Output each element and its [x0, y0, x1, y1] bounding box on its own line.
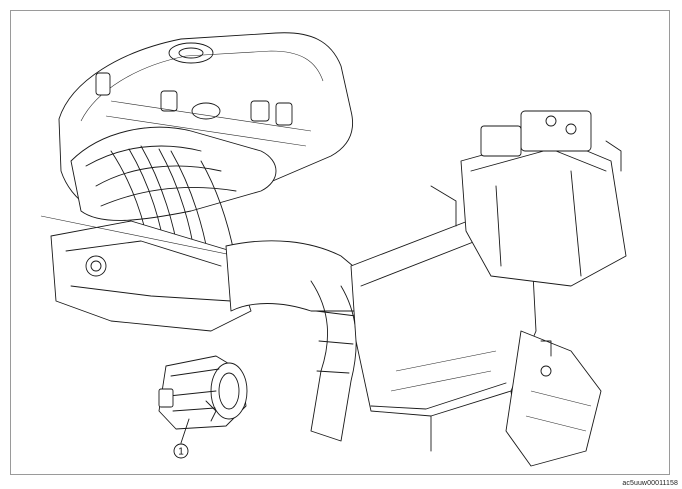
air-intake-duct — [225, 240, 372, 442]
starter-motor — [158, 355, 248, 430]
callout-1-circle — [173, 443, 189, 459]
engine-line-drawing: 1 — [40, 32, 627, 467]
fuse-box — [430, 110, 627, 287]
callout-1: 1 — [173, 418, 190, 459]
image-code: ac5uuw00011158 — [622, 480, 678, 487]
transaxle — [505, 330, 602, 467]
engine-block — [40, 215, 262, 332]
callout-1-number: 1 — [178, 447, 184, 458]
diagram-frame: 1 — [10, 10, 670, 475]
